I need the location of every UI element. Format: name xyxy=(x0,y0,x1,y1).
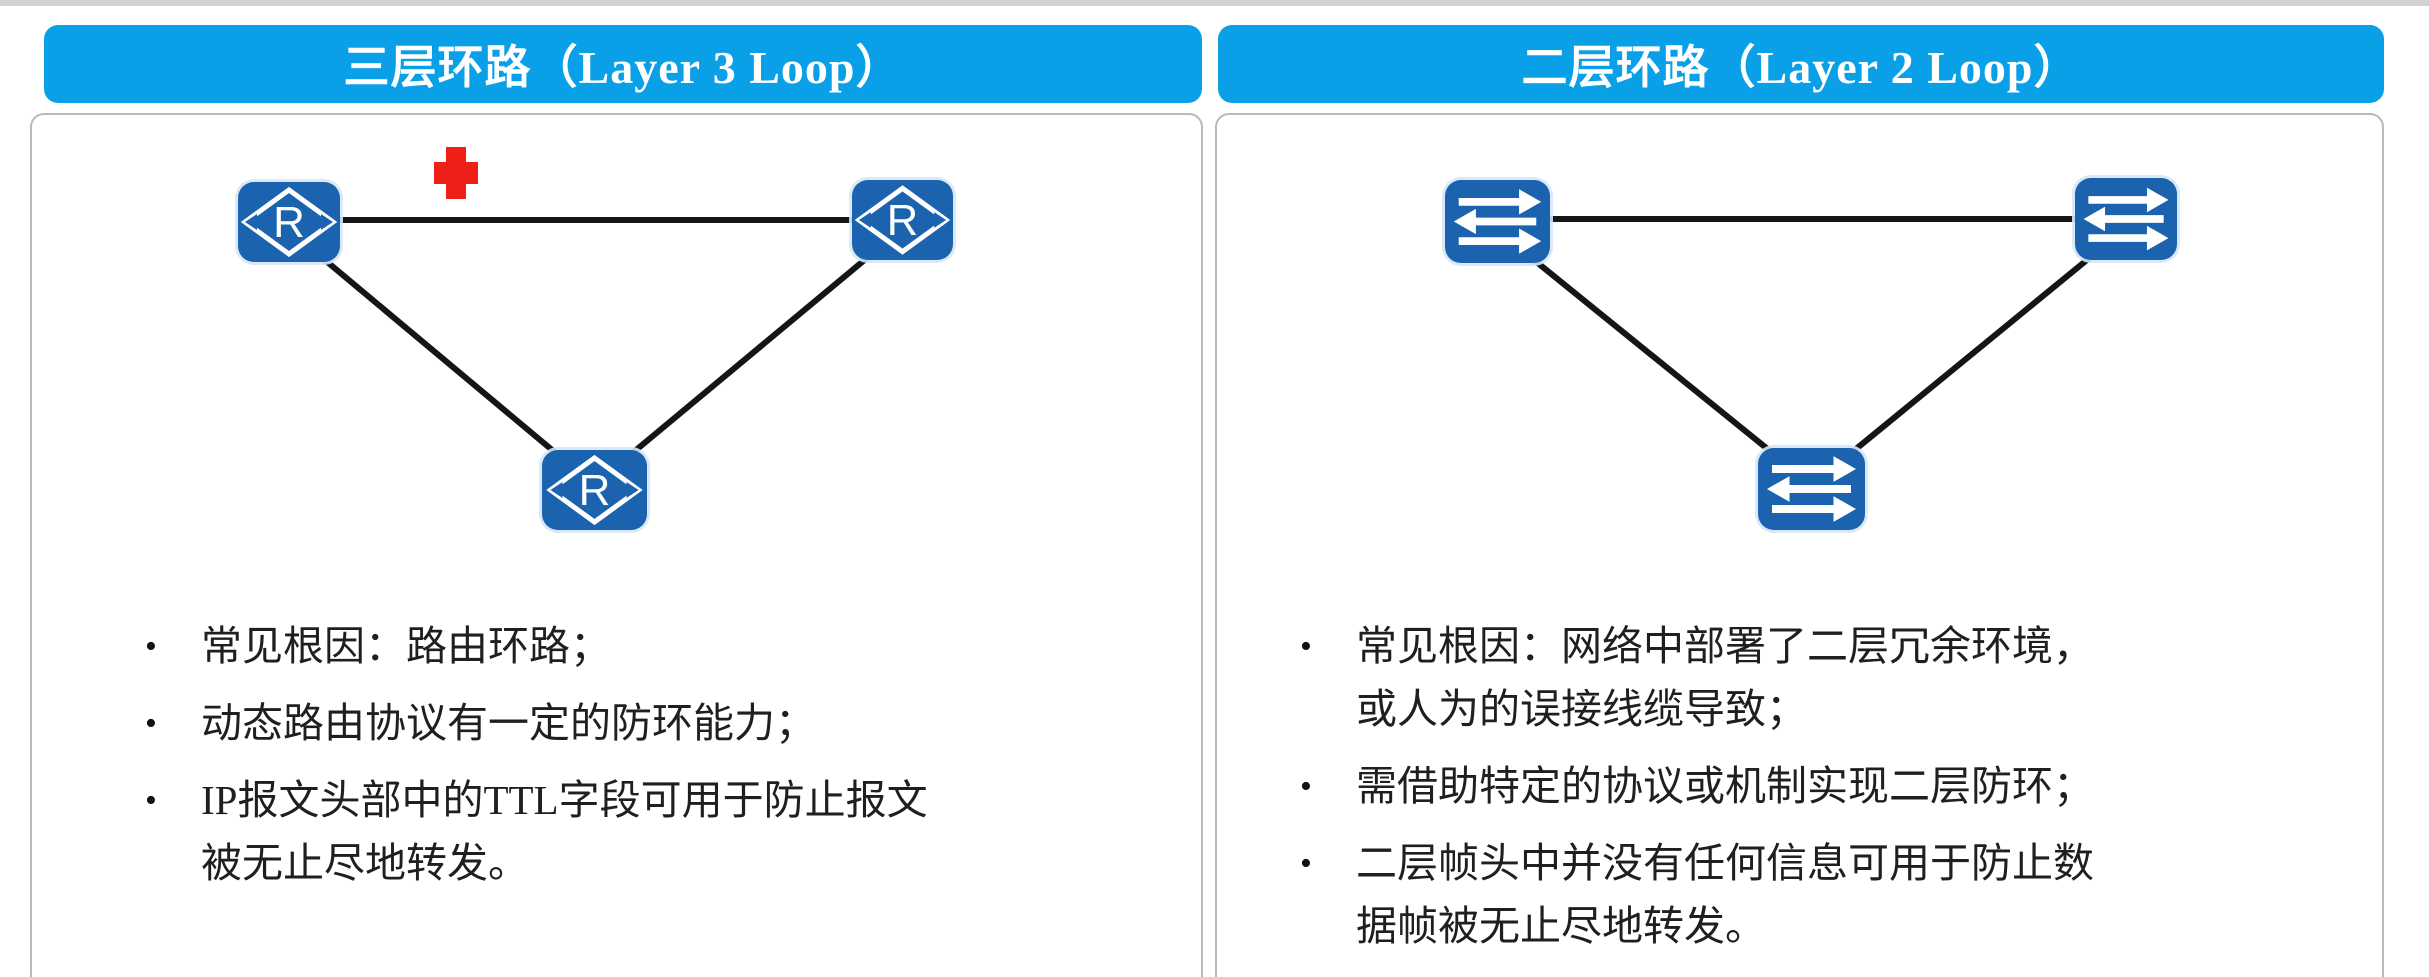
bullet-text: 二层帧头中并没有任何信息可用于防止数 xyxy=(1356,840,2094,886)
list-item: • 常见根因：路由环路； xyxy=(145,615,1190,678)
bullet-text: 或人为的误接线缆导致； xyxy=(1356,686,1807,732)
bullet-marker: • xyxy=(145,782,157,819)
layer3-panel-header: 三层环路（Layer 3 Loop） xyxy=(44,25,1202,103)
router-icon: R xyxy=(542,450,647,530)
switch-icon xyxy=(2075,178,2177,260)
bullet-text: IP报文头部中的TTL字段可用于防止报文 xyxy=(201,777,928,823)
switch-icon xyxy=(1758,448,1865,530)
switch-icon xyxy=(1445,180,1550,263)
layer3-bullet-list: • 常见根因：路由环路； • 动态路由协议有一定的防环能力； • IP报文头部中… xyxy=(145,615,1190,909)
layer2-panel-body xyxy=(1215,113,2384,977)
layer2-panel-header: 二层环路（Layer 2 Loop） xyxy=(1218,25,2384,103)
list-item: • 动态路由协议有一定的防环能力； xyxy=(145,692,1190,755)
svg-text:R: R xyxy=(887,197,918,245)
layer2-bullet-list: • 常见根因：网络中部署了二层冗余环境， 或人为的误接线缆导致； • 需借助特定… xyxy=(1300,615,2375,972)
svg-text:R: R xyxy=(579,466,611,515)
list-item: • 二层帧头中并没有任何信息可用于防止数 据帧被无止尽地转发。 xyxy=(1300,832,2375,958)
bullet-text: 常见根因：路由环路； xyxy=(201,623,611,669)
bullet-marker: • xyxy=(145,628,157,665)
list-item: • 需借助特定的协议或机制实现二层防环； xyxy=(1300,755,2375,818)
router-icon: R xyxy=(852,180,953,260)
list-item: • IP报文头部中的TTL字段可用于防止报文 被无止尽地转发。 xyxy=(145,769,1190,895)
layer3-panel-title: 三层环路（Layer 3 Loop） xyxy=(343,42,903,93)
bullet-marker: • xyxy=(145,705,157,742)
blocked-cross-icon xyxy=(434,147,478,199)
svg-text:R: R xyxy=(273,198,305,247)
layer3-panel-body xyxy=(30,113,1203,977)
bullet-text: 据帧被无止尽地转发。 xyxy=(1356,903,1766,949)
bullet-text: 动态路由协议有一定的防环能力； xyxy=(201,700,816,746)
bullet-text: 常见根因：网络中部署了二层冗余环境， xyxy=(1356,623,2094,669)
router-icon: R xyxy=(238,182,340,262)
bullet-marker: • xyxy=(1300,768,1312,805)
bullet-marker: • xyxy=(1300,845,1312,882)
list-item: • 常见根因：网络中部署了二层冗余环境， 或人为的误接线缆导致； xyxy=(1300,615,2375,741)
layer2-panel-title: 二层环路（Layer 2 Loop） xyxy=(1521,42,2081,93)
bullet-text: 被无止尽地转发。 xyxy=(201,840,529,886)
bullet-marker: • xyxy=(1300,628,1312,665)
bullet-text: 需借助特定的协议或机制实现二层防环； xyxy=(1356,763,2094,809)
top-edge-strip xyxy=(0,0,2429,6)
